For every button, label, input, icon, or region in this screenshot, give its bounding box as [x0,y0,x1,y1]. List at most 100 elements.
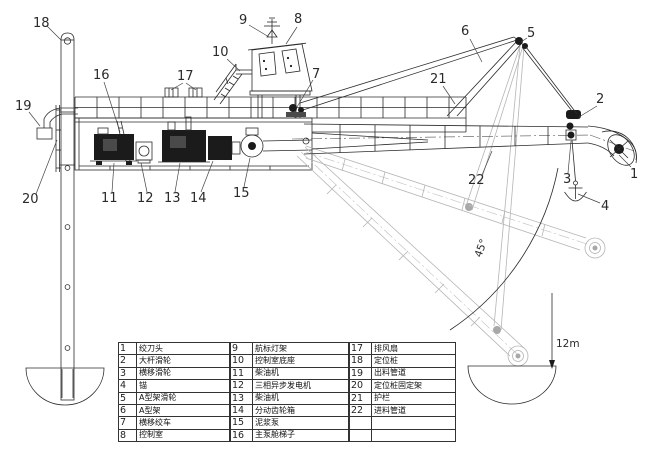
part-name: 排风扇 [371,341,456,356]
part-number: 1 [118,341,137,356]
table-empty-cell [349,416,372,430]
part-number: 4 [118,379,137,393]
part-number: 17 [349,341,372,356]
svg-text:4: 4 [601,199,609,214]
part-number: 13 [230,391,253,405]
svg-text:20: 20 [22,192,39,207]
part-number: 3 [118,366,137,381]
part-number: 6 [118,403,137,418]
table-empty-cell [349,428,372,443]
part-name: 主泵舱梯子 [252,428,349,443]
part-name: 柴油机 [252,366,349,381]
part-name: 定位桩固定架 [371,379,456,393]
cutter-head [601,130,637,166]
svg-text:15: 15 [233,186,250,201]
callout-2: 2 [578,92,604,118]
svg-text:16: 16 [93,68,110,83]
part-name: 护栏 [371,391,456,405]
part-number: 12 [230,379,253,393]
ladder-pulley [566,110,581,130]
part-name: 泥浆泵 [252,416,349,430]
table-empty-cell [371,428,456,443]
callout-21: 21 [430,72,456,105]
traverse-winch [286,104,306,117]
callout-5: 5 [520,26,535,43]
part-number: 16 [230,428,253,443]
depth-arrow: 12m [549,293,580,369]
part-name: 横移绞车 [136,416,230,430]
depth-label: 12m [556,338,580,350]
svg-text:18: 18 [33,16,50,31]
part-name: 控制室底座 [252,354,349,368]
swing-angle-label: 45° [473,237,491,259]
part-number: 7 [118,416,137,430]
anchor [564,180,587,202]
spoil-mound-right [467,365,557,405]
svg-text:21: 21 [430,72,447,87]
part-name: 大杆滑轮 [136,354,230,368]
callout-22: 22 [468,150,493,188]
part-number: 11 [230,366,253,381]
part-number: 20 [349,379,372,393]
exhaust-fans [164,87,203,98]
cutter-ladder [291,123,637,161]
callout-11: 11 [101,162,118,206]
part-name: 三相异步发电机 [252,379,349,393]
genset-diesel-engine [90,127,137,165]
part-number: 10 [230,354,253,368]
callout-4: 4 [577,193,609,214]
part-name: 航标灯架 [252,341,349,356]
callout-3: 3 [563,140,572,187]
callout-13: 13 [164,162,181,206]
svg-text:9: 9 [239,13,247,28]
part-number: 9 [230,341,253,356]
callout-14: 14 [190,160,214,206]
part-name: A型架 [136,403,230,418]
part-name: 柴油机 [252,391,349,405]
callout-19: 19 [15,99,41,127]
deck-railing [74,96,467,133]
ghost-ladder-position-1 [305,145,606,259]
callout-15: 15 [233,157,251,201]
svg-text:17: 17 [177,69,194,84]
part-number: 8 [118,428,137,443]
generator [135,141,153,164]
svg-text:2: 2 [596,92,604,107]
part-name: 定位桩 [371,354,456,368]
part-number: 14 [230,403,253,418]
svg-text:3: 3 [563,172,571,187]
part-name: 控制室 [136,428,230,443]
part-number: 15 [230,416,253,430]
svg-text:14: 14 [190,191,207,206]
callout-17: 17 [170,69,197,91]
part-name: 锚 [136,379,230,393]
spoil-mound-left [25,367,105,406]
part-name: 分动齿轮箱 [252,403,349,418]
callout-1: 1 [618,154,638,182]
callout-20: 20 [22,139,58,207]
svg-text:5: 5 [527,26,535,41]
a-frame [299,36,523,117]
discharge-pipe [36,107,78,140]
svg-text:10: 10 [212,45,229,60]
callouts: 18 9 8 10 16 17 19 20 11 12 13 14 15 7 6… [15,12,638,214]
main-diesel-engine [158,116,210,163]
transfer-gearbox [208,136,241,160]
callout-18: 18 [33,16,62,41]
part-number: 2 [118,354,137,368]
callout-7: 7 [296,67,320,108]
navigation-light-mast [264,17,280,44]
part-number: 21 [349,391,372,405]
part-name: 横移滑轮 [136,366,230,381]
callout-9: 9 [239,13,270,38]
swing-arc: 45° [449,167,559,331]
part-name: 进料管道 [371,403,456,418]
callout-12: 12 [137,162,154,206]
svg-text:1: 1 [630,167,638,182]
